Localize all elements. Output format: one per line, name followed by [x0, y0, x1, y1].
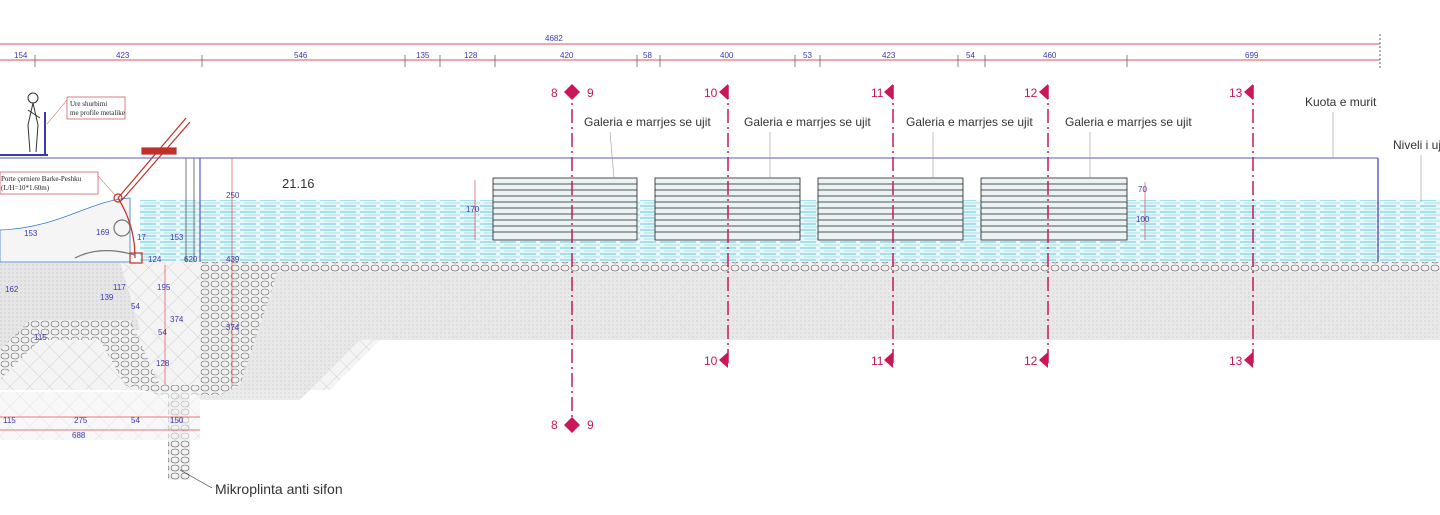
svg-text:Porte çerniere Barke-Peshku: Porte çerniere Barke-Peshku: [1, 175, 82, 183]
dimension: 460: [1043, 51, 1057, 60]
section-label: 11: [871, 354, 884, 368]
svg-text:250: 250: [226, 191, 240, 200]
svg-text:150: 150: [170, 416, 184, 425]
gallery-label: Galeria e marrjes se ujit: [744, 115, 871, 129]
dimension: 699: [1245, 51, 1259, 60]
water-level-label: Niveli i uj: [1393, 138, 1440, 152]
section-label: 13: [1229, 86, 1243, 100]
dimension: 135: [416, 51, 430, 60]
svg-text:100: 100: [1136, 215, 1150, 224]
svg-text:115: 115: [3, 416, 16, 425]
overall-dimension: 4682: [545, 34, 563, 43]
wall-crest-label: Kuota e murit: [1305, 95, 1377, 109]
dimension: 128: [464, 51, 478, 60]
gallery: [492, 177, 638, 241]
dimension: 53: [803, 51, 812, 60]
wall-crest-line: [0, 154, 1379, 262]
section-label: 9: [587, 86, 594, 100]
ground: [0, 262, 1440, 480]
svg-text:195: 195: [157, 283, 171, 292]
section-label: 12: [1024, 86, 1038, 100]
section-label: 12: [1024, 354, 1038, 368]
worker-figure: [27, 92, 46, 155]
gallery: [817, 177, 964, 241]
svg-text:439: 439: [226, 255, 240, 264]
svg-text:Ure shurbimi: Ure shurbimi: [70, 100, 107, 108]
dimension: 154: [14, 51, 28, 60]
dimension: 58: [643, 51, 652, 60]
section-label: 8: [551, 86, 558, 100]
svg-text:70: 70: [1138, 185, 1147, 194]
section-arrows: [564, 84, 1253, 433]
gallery-label: Galeria e marrjes se ujit: [584, 115, 711, 129]
svg-text:374: 374: [170, 315, 184, 324]
dimension: 423: [116, 51, 130, 60]
elevation-label: 21.16: [282, 176, 315, 191]
svg-text:139: 139: [100, 293, 114, 302]
svg-text:374: 374: [226, 323, 240, 332]
svg-text:54: 54: [131, 302, 140, 311]
svg-text:me profile metalike: me profile metalike: [70, 109, 125, 117]
dimension: 546: [294, 51, 308, 60]
section-label: 9: [587, 418, 594, 432]
svg-text:620: 620: [184, 255, 198, 264]
svg-text:162: 162: [5, 285, 19, 294]
dimension: 400: [720, 51, 734, 60]
detail-dimensions: 153 169 17 153 250 124 620 439 162 139 1…: [0, 158, 1150, 440]
svg-text:117: 117: [113, 283, 126, 292]
dimension-chain: 4682 154 423 546 135 128 420 58 400 53 4…: [0, 34, 1381, 70]
gate-note: Porte çerniere Barke-Peshku (L/H=10*1.60…: [0, 171, 116, 196]
section-cuts: [571, 85, 1254, 430]
section-label: 10: [704, 354, 718, 368]
fish-belly-gate: [74, 117, 191, 264]
svg-text:(L/H=10*1.60m): (L/H=10*1.60m): [1, 184, 50, 192]
bridge-note: Ure shurbimi me profile metalike: [46, 96, 126, 125]
gallery: [980, 177, 1128, 241]
gallery-label: Galeria e marrjes se ujit: [906, 115, 1033, 129]
dimension: 420: [560, 51, 574, 60]
section-label: 10: [704, 86, 718, 100]
svg-text:54: 54: [158, 328, 167, 337]
section-label: 11: [871, 86, 884, 100]
svg-text:54: 54: [131, 416, 140, 425]
section-label: 13: [1229, 354, 1243, 368]
svg-text:17: 17: [137, 233, 146, 242]
svg-text:115: 115: [34, 333, 47, 342]
downstream-flow: [0, 197, 131, 263]
svg-text:124: 124: [148, 255, 162, 264]
stone-riprap: [200, 262, 1440, 272]
label-leaders: [609, 112, 1422, 202]
svg-text:169: 169: [96, 228, 110, 237]
foundation-label: Mikroplinta anti sifon: [215, 481, 343, 497]
dimension: 54: [966, 51, 975, 60]
dimension: 423: [882, 51, 896, 60]
svg-text:170: 170: [466, 205, 480, 214]
svg-text:128: 128: [156, 359, 170, 368]
svg-text:275: 275: [74, 416, 88, 425]
svg-text:688: 688: [72, 431, 86, 440]
gallery-label: Galeria e marrjes se ujit: [1065, 115, 1192, 129]
section-label: 8: [551, 418, 558, 432]
svg-text:153: 153: [170, 233, 184, 242]
svg-text:153: 153: [24, 229, 38, 238]
